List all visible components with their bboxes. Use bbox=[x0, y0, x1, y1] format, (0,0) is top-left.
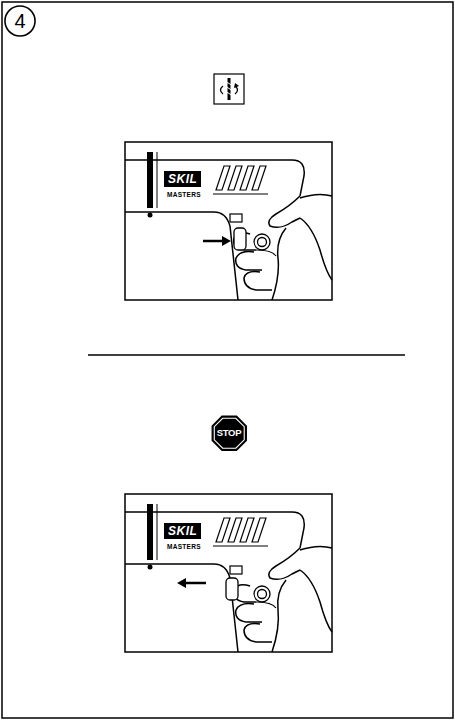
model-name: MASTERS bbox=[166, 544, 202, 551]
brand-logo: SKIL bbox=[164, 523, 201, 539]
stop-sign: STOP bbox=[211, 415, 248, 452]
callout-number: 4 bbox=[14, 11, 25, 31]
brand-logo: SKIL bbox=[164, 171, 201, 187]
stop-text: STOP bbox=[217, 428, 242, 438]
model-name: MASTERS bbox=[166, 192, 202, 199]
step-number: 4 bbox=[4, 5, 36, 37]
